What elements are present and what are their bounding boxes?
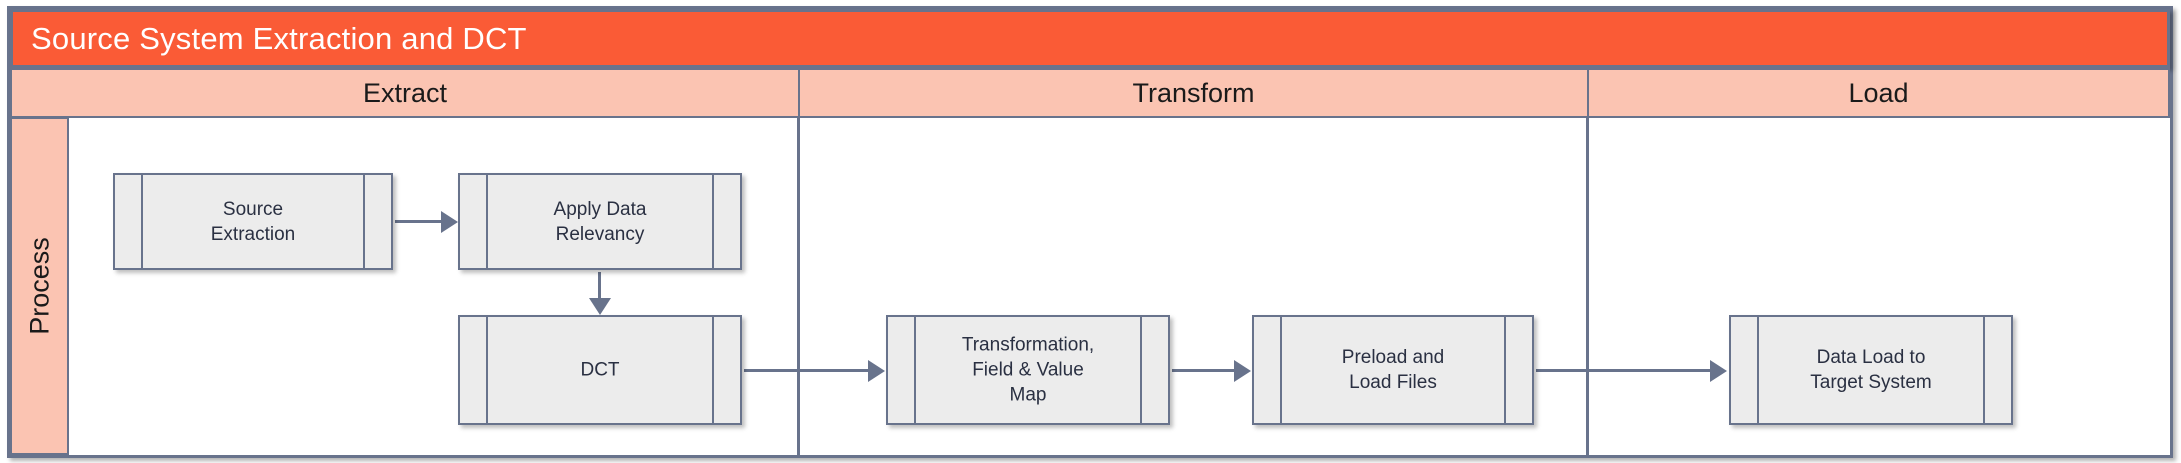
lane-header-transform-label: Transform xyxy=(1132,77,1255,108)
predefined-process-bar-left-icon xyxy=(486,175,488,268)
predefined-process-bar-right-icon xyxy=(712,317,714,423)
predefined-process-bar-left-icon xyxy=(141,175,143,268)
predefined-process-bar-right-icon xyxy=(712,175,714,268)
row-header-process: Process xyxy=(10,117,69,455)
predefined-process-bar-right-icon xyxy=(363,175,365,268)
connector-preload-to-data-load xyxy=(1536,369,1710,372)
connector-apply-data-relevancy-to-dct xyxy=(598,272,601,298)
lane-header-transform: Transform xyxy=(798,68,1589,118)
diagram-title: Source System Extraction and DCT xyxy=(31,21,527,56)
arrowhead-right-icon xyxy=(1710,360,1727,382)
process-node-apply-data-relevancy-label: Apply Data Relevancy xyxy=(553,198,647,245)
predefined-process-bar-right-icon xyxy=(1983,317,1985,423)
arrowhead-right-icon xyxy=(441,211,458,233)
predefined-process-bar-left-icon xyxy=(486,317,488,423)
process-node-dct[interactable]: DCT xyxy=(458,315,742,425)
process-node-preload-and-load-files-label: Preload and Load Files xyxy=(1341,346,1445,393)
connector-dct-to-transformation xyxy=(744,369,868,372)
predefined-process-bar-left-icon xyxy=(914,317,916,423)
connector-source-extraction-to-apply-data-relevancy xyxy=(395,220,441,223)
arrowhead-right-icon xyxy=(868,360,885,382)
predefined-process-bar-right-icon xyxy=(1140,317,1142,423)
process-node-apply-data-relevancy[interactable]: Apply Data Relevancy xyxy=(458,173,742,270)
lane-divider-extract-transform xyxy=(797,117,800,456)
lane-header-load-label: Load xyxy=(1848,77,1909,108)
lane-header-load: Load xyxy=(1587,68,2170,118)
predefined-process-bar-left-icon xyxy=(1280,317,1282,423)
process-node-data-load-to-target-system-label: Data Load to Target System xyxy=(1810,346,1932,393)
diagram-title-bar: Source System Extraction and DCT xyxy=(10,9,2170,68)
arrowhead-down-icon xyxy=(589,298,611,315)
process-node-source-extraction[interactable]: Source Extraction xyxy=(113,173,393,270)
lane-header-extract-label: Extract xyxy=(362,77,448,108)
process-node-data-load-to-target-system[interactable]: Data Load to Target System xyxy=(1729,315,2013,425)
process-node-source-extraction-label: Source Extraction xyxy=(210,198,296,245)
process-node-transformation-field-value-map[interactable]: Transformation, Field & Value Map xyxy=(886,315,1170,425)
predefined-process-bar-right-icon xyxy=(1504,317,1506,423)
process-node-dct-label: DCT xyxy=(580,359,620,381)
connector-transformation-to-preload xyxy=(1172,369,1234,372)
lane-header-extract: Extract xyxy=(10,68,800,118)
row-header-process-label: Process xyxy=(24,237,54,335)
predefined-process-bar-left-icon xyxy=(1757,317,1759,423)
lane-divider-transform-load xyxy=(1586,117,1589,456)
arrowhead-right-icon xyxy=(1234,360,1251,382)
process-node-transformation-field-value-map-label: Transformation, Field & Value Map xyxy=(961,334,1095,406)
process-node-preload-and-load-files[interactable]: Preload and Load Files xyxy=(1252,315,1534,425)
